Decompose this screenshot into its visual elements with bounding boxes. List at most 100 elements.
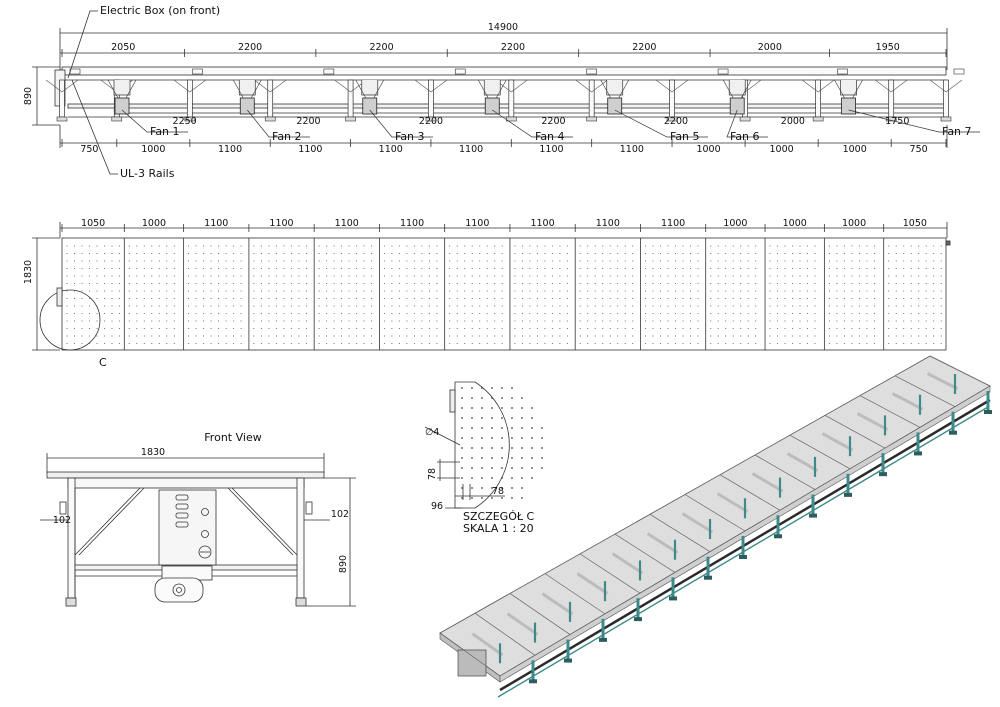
perforation (918, 290, 920, 292)
perforation (436, 245, 438, 247)
perforation (203, 297, 205, 300)
perforation (341, 245, 343, 247)
perforation (740, 245, 742, 247)
perforation (118, 282, 121, 285)
perforation (233, 290, 235, 292)
perforation (594, 297, 596, 300)
perforation (918, 282, 920, 285)
perforation (290, 320, 292, 322)
perforation (348, 327, 350, 330)
perforation (873, 335, 875, 337)
perforation (521, 320, 523, 322)
perforation (128, 252, 130, 255)
perforation (111, 282, 113, 285)
perforation (253, 327, 255, 330)
perforation (559, 305, 561, 307)
perforation (925, 252, 927, 255)
perforation (617, 312, 619, 315)
perforation (697, 267, 699, 270)
perforation (667, 252, 669, 255)
perforation (298, 290, 300, 292)
perforation (903, 252, 905, 255)
perforation (371, 282, 373, 285)
perforation (383, 252, 385, 255)
perforation (866, 260, 868, 262)
perforation (536, 327, 538, 330)
perforation (260, 312, 262, 315)
perforation (96, 282, 98, 285)
perforation (391, 245, 393, 247)
perforation (158, 267, 160, 270)
perforation (632, 305, 634, 307)
perforation (240, 267, 242, 270)
perforation (594, 267, 596, 270)
perforation (536, 297, 538, 300)
perforation (333, 335, 335, 337)
perforation (166, 275, 168, 277)
perforation (356, 312, 358, 315)
perforation (195, 320, 197, 322)
perforation (428, 275, 430, 277)
perforation (689, 267, 692, 270)
perforation (268, 327, 270, 330)
perforation (283, 252, 285, 255)
detail-hole (461, 417, 463, 419)
perforation (933, 267, 935, 270)
perforation (544, 290, 546, 292)
perforation (566, 260, 568, 262)
perforation (587, 342, 589, 345)
iso-fan-shadow (681, 512, 714, 534)
perforation (659, 297, 662, 300)
perforation (151, 305, 153, 307)
perforation (305, 252, 307, 255)
perforation (143, 282, 145, 285)
perforation (732, 260, 734, 262)
perforation (667, 260, 669, 262)
perforation (725, 282, 727, 285)
perforation (895, 252, 897, 255)
perforation (828, 342, 830, 345)
perforation (479, 297, 481, 300)
perforation (66, 327, 68, 330)
fan-arm (495, 79, 507, 99)
perforation (348, 260, 350, 262)
perforation (471, 335, 473, 337)
front-left-offset-dim: 102 (53, 515, 71, 526)
perforation (348, 320, 350, 322)
perforation (725, 305, 727, 307)
iso-foot (599, 637, 607, 642)
panel-dim-label: 1100 (204, 218, 228, 229)
perforation (428, 245, 430, 247)
perforation (436, 282, 438, 285)
perforation (710, 320, 712, 322)
perforation (624, 297, 626, 300)
perforation (836, 312, 838, 315)
perforation (717, 335, 719, 337)
perforation (166, 305, 168, 307)
perforation (195, 275, 197, 277)
perforation (103, 275, 106, 277)
perforation (298, 312, 300, 315)
perforation (383, 267, 385, 270)
leg-foot (345, 116, 356, 122)
perforation (624, 245, 626, 247)
perforation (925, 275, 927, 277)
fan-duct (840, 80, 857, 96)
perforation (333, 297, 335, 300)
perforation (398, 282, 400, 285)
detail-hole (481, 487, 483, 489)
perforation (240, 312, 242, 315)
perforation (218, 335, 220, 337)
detail-hole (471, 417, 473, 419)
perforation (363, 327, 365, 330)
bracket (953, 68, 965, 75)
perforation (371, 342, 373, 345)
leg-foot (184, 116, 196, 122)
perforation (536, 305, 538, 307)
perforation (667, 245, 669, 247)
perforation (326, 297, 328, 300)
perforation (449, 267, 451, 270)
perforation (486, 290, 488, 292)
iso-seam (824, 415, 886, 449)
